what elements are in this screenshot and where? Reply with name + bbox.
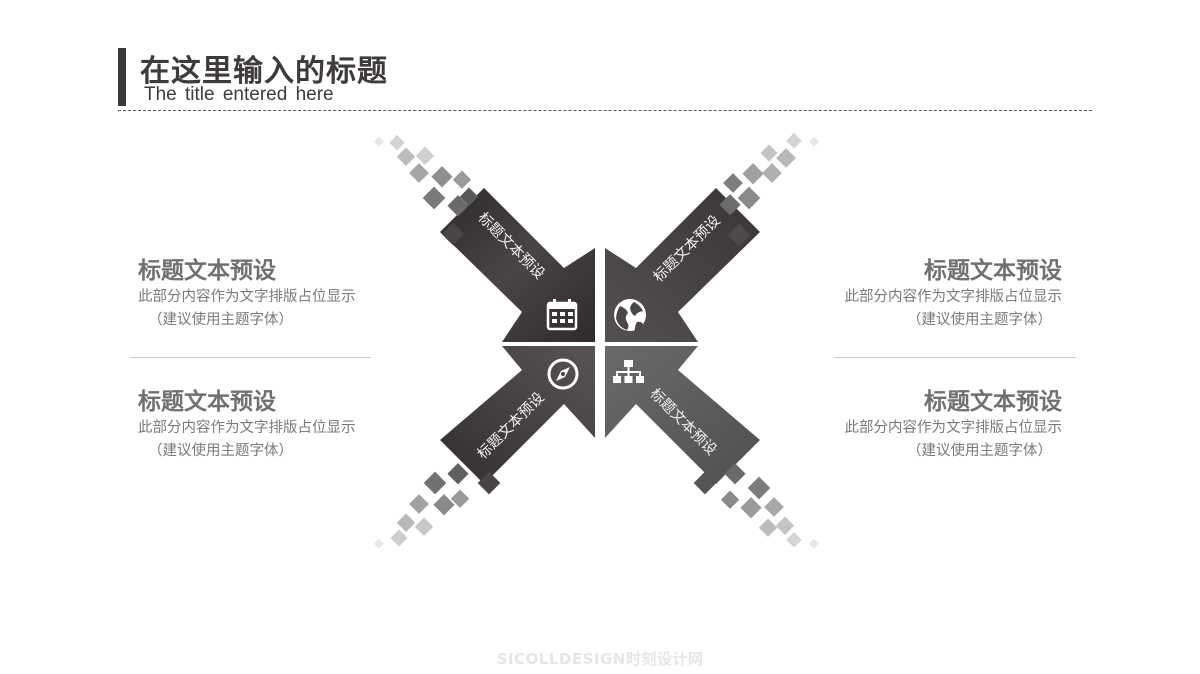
decorative-squares-top-right (719, 132, 819, 247)
left-divider (130, 357, 371, 358)
watermark: SICOLLDESIGN时刻设计网 (496, 650, 704, 668)
block-body-line: 此部分内容作为文字排版占位显示 (844, 420, 1063, 436)
arrow-arm-top-left: 标题文本预设 (440, 188, 595, 342)
page-title: 在这里输入的标题 (140, 54, 388, 89)
block-heading: 标题文本预设 (924, 389, 1062, 415)
compass-icon (547, 358, 579, 390)
globe-icon (614, 299, 646, 332)
block-body-line: 此部分内容作为文字排版占位显示 (844, 289, 1063, 305)
block-heading: 标题文本预设 (924, 258, 1062, 284)
page-subtitle: The title entered here (144, 84, 334, 105)
block-heading: 标题文本预设 (138, 389, 276, 415)
arrow-arm-top-right: 标题文本预设 (605, 188, 760, 342)
decorative-squares-bottom-left (374, 463, 501, 549)
text-block-right-top: 标题文本预设 此部分内容作为文字排版占位显示 （建议使用主题字体） (762, 256, 1063, 332)
sitemap-icon (613, 360, 644, 383)
block-body-line: （建议使用主题字体） (148, 312, 293, 328)
calendar-icon (546, 299, 578, 331)
right-divider (834, 357, 1076, 358)
block-body-line: 此部分内容作为文字排版占位显示 (138, 289, 356, 305)
text-block-left-top: 标题文本预设 此部分内容作为文字排版占位显示 （建议使用主题字体） (138, 256, 438, 332)
decorative-squares-bottom-right (693, 463, 819, 549)
block-body-line: （建议使用主题字体） (907, 312, 1052, 328)
title-accent-bar (118, 48, 126, 106)
block-heading: 标题文本预设 (138, 258, 276, 284)
text-block-right-bottom: 标题文本预设 此部分内容作为文字排版占位显示 （建议使用主题字体） (762, 387, 1063, 463)
text-block-left-bottom: 标题文本预设 此部分内容作为文字排版占位显示 （建议使用主题字体） (138, 387, 438, 463)
header-divider (118, 110, 1092, 111)
block-body-line: （建议使用主题字体） (907, 443, 1052, 459)
block-body-line: 此部分内容作为文字排版占位显示 (138, 420, 356, 436)
arrow-arm-bottom-left: 标题文本预设 (440, 346, 595, 484)
block-body-line: （建议使用主题字体） (148, 443, 293, 459)
